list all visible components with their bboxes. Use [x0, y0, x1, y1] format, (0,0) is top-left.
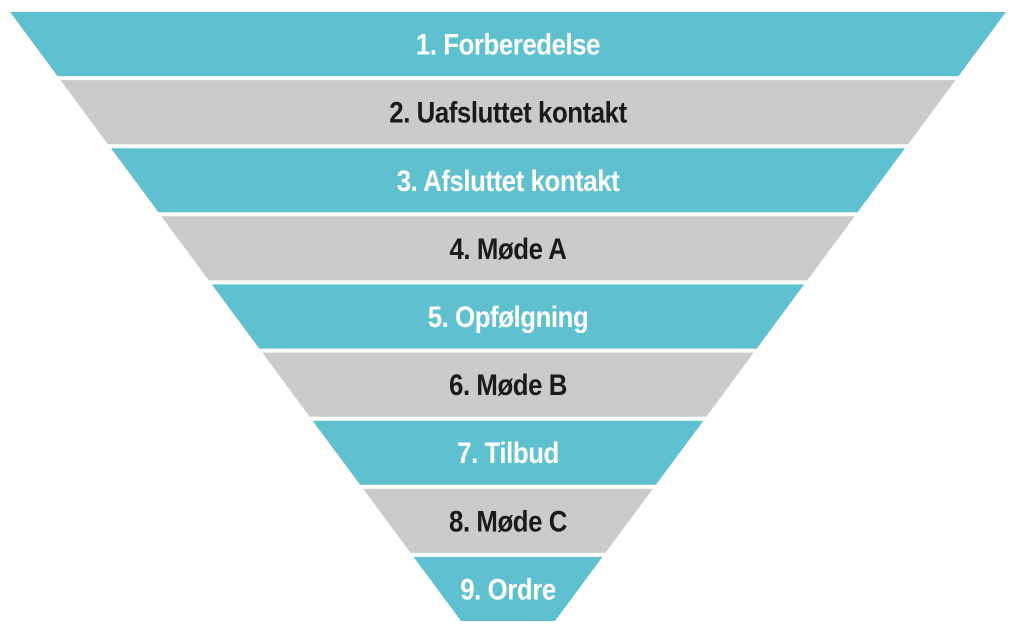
funnel-band [110, 148, 906, 213]
funnel-level-5: 5. Opfølgning [211, 284, 805, 349]
funnel-level-label: 4. Møde A [450, 232, 567, 265]
funnel-level-label: 6. Møde B [449, 368, 567, 401]
funnel-band [363, 488, 653, 553]
funnel-level-8: 8. Møde C [363, 488, 653, 553]
funnel-band [10, 12, 1006, 77]
funnel-level-9: 9. Ordre [413, 556, 603, 621]
funnel-level-3: 3. Afsluttet kontakt [110, 148, 906, 213]
funnel-level-label: 2. Uafsluttet kontakt [389, 96, 627, 129]
funnel-band [262, 352, 754, 417]
funnel-level-4: 4. Møde A [161, 216, 855, 281]
funnel-band [211, 284, 805, 349]
funnel-level-label: 7. Tilbud [457, 436, 559, 469]
funnel-band [312, 420, 704, 485]
funnel-level-label: 3. Afsluttet kontakt [397, 164, 620, 197]
funnel-band [413, 556, 603, 621]
funnel-level-label: 9. Ordre [460, 573, 555, 606]
funnel-level-2: 2. Uafsluttet kontakt [60, 80, 956, 145]
funnel-level-label: 1. Forberedelse [416, 28, 600, 61]
funnel-level-label: 8. Møde C [449, 504, 567, 537]
funnel-level-label: 5. Opfølgning [428, 300, 589, 333]
funnel-level-1: 1. Forberedelse [10, 12, 1006, 77]
funnel-band [60, 80, 956, 145]
funnel-band [161, 216, 855, 281]
funnel-level-7: 7. Tilbud [312, 420, 704, 485]
funnel-level-6: 6. Møde B [262, 352, 754, 417]
